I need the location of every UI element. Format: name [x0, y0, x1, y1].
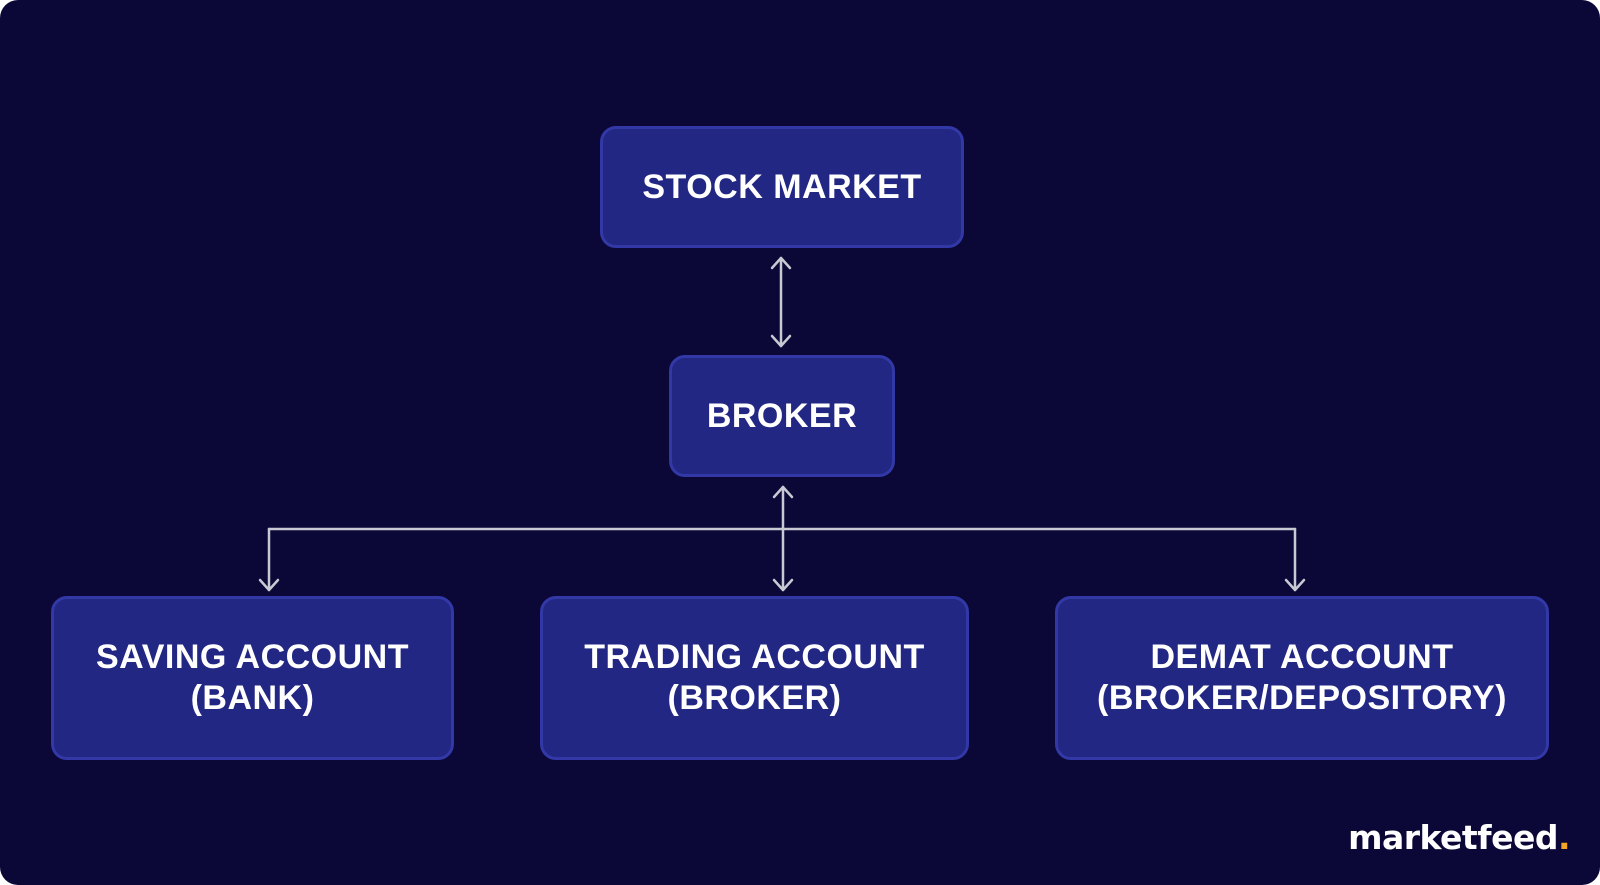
node-label: STOCK MARKET [642, 167, 922, 206]
arrowhead-down [1284, 578, 1306, 592]
node-label-line1: DEMAT ACCOUNT [1150, 638, 1454, 677]
logo-text: marketfeed [1348, 818, 1558, 857]
logo-dot: . [1557, 818, 1571, 857]
node-label-line1: TRADING ACCOUNT [584, 638, 925, 677]
node-label-line2: (BANK) [190, 679, 315, 717]
node-broker: BROKER [669, 355, 895, 477]
node-label-line2: (BROKER/DEPOSITORY) [1097, 679, 1507, 717]
brand-logo: marketfeed. [1348, 818, 1570, 857]
node-saving-account: SAVING ACCOUNT (BANK) [51, 596, 454, 760]
arrowhead-down [772, 578, 794, 592]
node-trading-account: TRADING ACCOUNT (BROKER) [540, 596, 969, 760]
node-demat-account: DEMAT ACCOUNT (BROKER/DEPOSITORY) [1055, 596, 1549, 760]
arrowhead-down [258, 578, 280, 592]
node-stock-market: STOCK MARKET [600, 126, 964, 248]
arrowhead-up [772, 485, 794, 499]
node-label-line1: SAVING ACCOUNT [96, 638, 409, 677]
arrowhead-down [770, 334, 792, 348]
node-label-line2: (BROKER) [667, 679, 842, 717]
node-label: BROKER [706, 396, 858, 435]
arrowhead-up [770, 256, 792, 270]
